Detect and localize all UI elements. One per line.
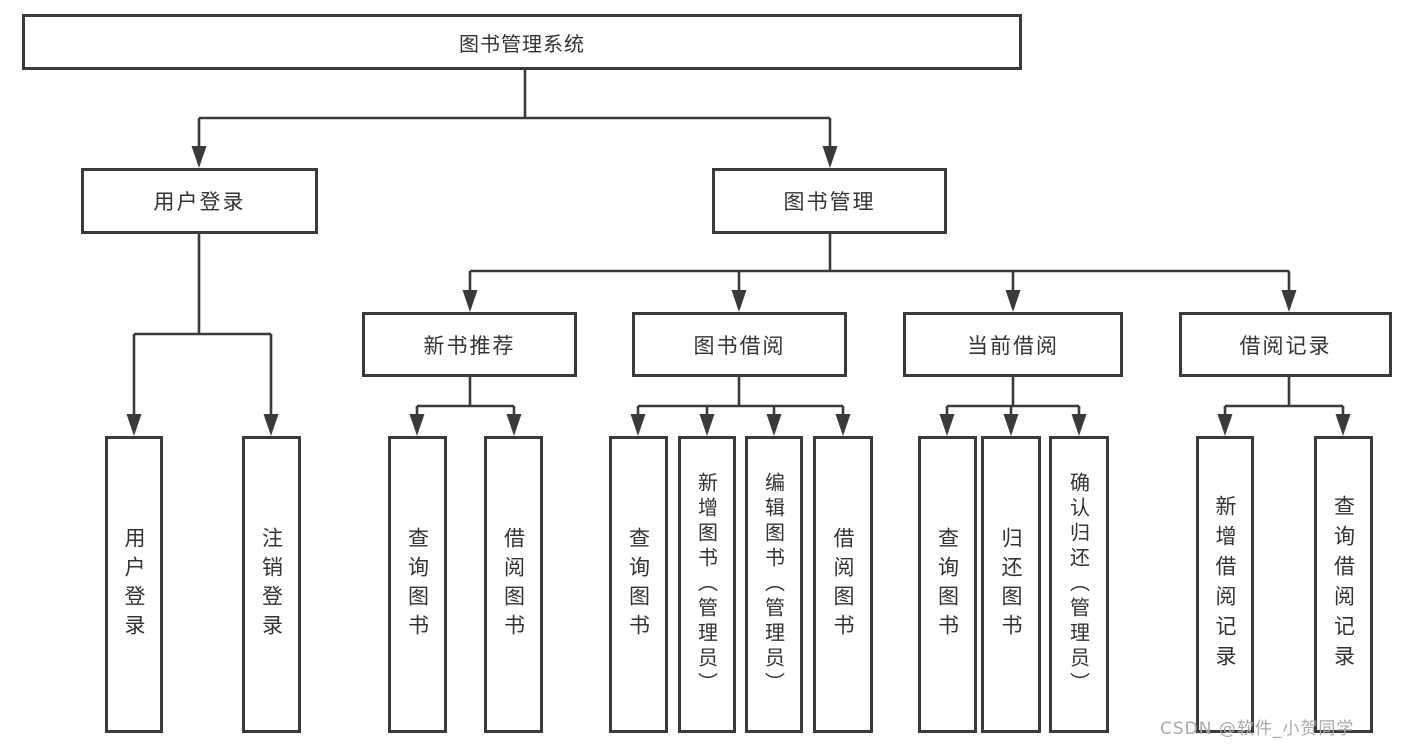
leaf-add-book-admin: 新增图书（管理员） [678,436,736,733]
leaf-borrow-book-recommend: 借阅图书 [484,436,543,733]
current-borrow-children-connector [939,377,1087,436]
leaf-query-book-borrow: 查询图书 [609,436,668,733]
new-book-children-connector [409,377,522,436]
leaf-query-borrow-record: 查询借阅记录 [1314,436,1373,733]
node-new-book-recommend: 新书推荐 [362,312,577,377]
node-user-login: 用户登录 [81,168,318,234]
node-book-borrow: 图书借阅 [632,312,847,377]
watermark-text: CSDN @软件_小贺同学 [1160,719,1355,739]
leaf-add-borrow-record: 新增借阅记录 [1196,436,1254,733]
root-to-level2-connector [191,70,838,168]
leaf-query-book-recommend: 查询图书 [388,436,447,733]
book-borrow-children-connector [630,377,851,436]
leaf-borrow-book: 借阅图书 [813,436,873,733]
leaf-edit-book-admin: 编辑图书（管理员） [745,436,803,733]
leaf-query-book-current: 查询图书 [918,436,977,733]
leaf-confirm-return-admin: 确认归还（管理员） [1049,436,1109,733]
node-book-management: 图书管理 [712,168,947,234]
leaf-logout: 注销登录 [242,436,301,733]
node-current-borrow: 当前借阅 [903,312,1123,377]
user-login-children-connector [126,234,279,436]
borrow-record-children-connector [1217,377,1351,436]
node-root-title: 图书管理系统 [22,14,1022,70]
book-management-children-connector [462,234,1297,312]
node-borrow-record: 借阅记录 [1179,312,1392,377]
leaf-return-book: 归还图书 [981,436,1041,733]
leaf-user-login: 用户登录 [105,436,163,733]
